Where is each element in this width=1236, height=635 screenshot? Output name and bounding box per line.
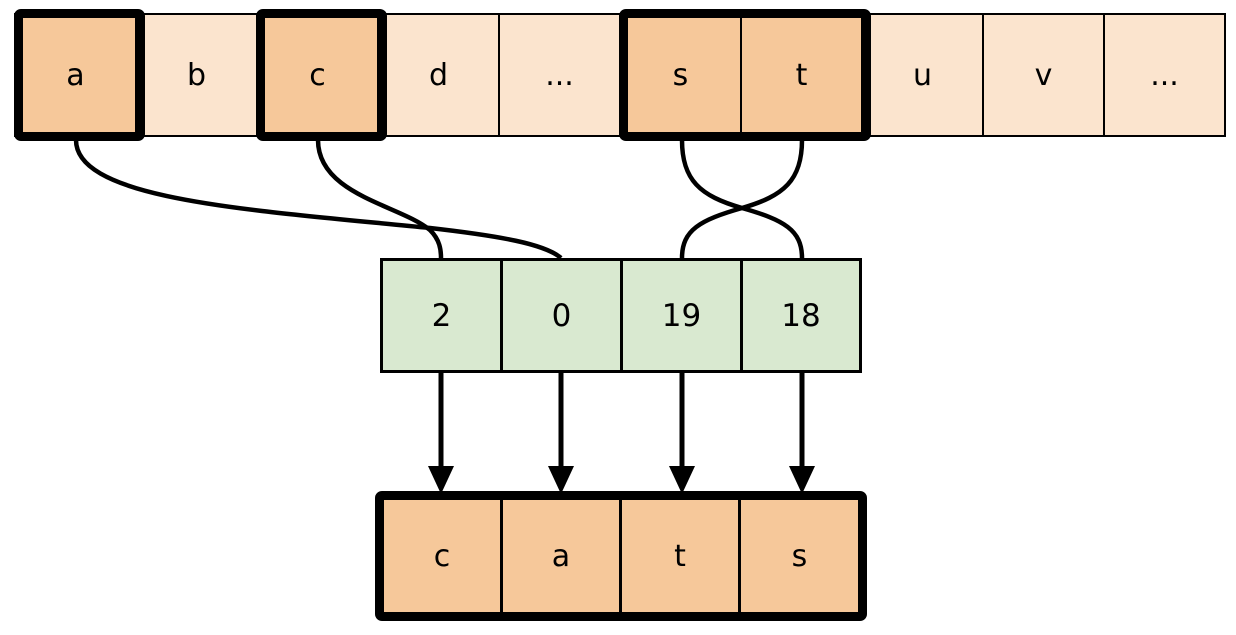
result-cell-3[interactable]: s — [741, 500, 858, 612]
result-cell-1[interactable]: a — [503, 500, 622, 612]
index-cell-1[interactable]: 0 — [500, 258, 623, 373]
result-cell-label: s — [791, 538, 808, 574]
alphabet-cell-ellipsis-2[interactable]: ... — [1103, 13, 1226, 137]
arrow-index-1-to-result-1 — [548, 373, 574, 494]
alphabet-cell-label: t — [795, 57, 808, 93]
arrow-index-0-to-result-0 — [428, 373, 454, 494]
arrow-index-3-to-result-3 — [789, 373, 815, 494]
alphabet-cell-label: d — [428, 57, 449, 93]
index-row: 2 0 19 18 — [380, 258, 862, 373]
alphabet-cell-b[interactable]: b — [135, 13, 258, 137]
index-cell-2[interactable]: 19 — [620, 258, 743, 373]
alphabet-cell-label: ... — [1150, 57, 1179, 93]
index-cell-value: 18 — [781, 297, 821, 334]
curve-t-to-index-2 — [679, 139, 805, 259]
alphabet-cell-label: c — [309, 57, 326, 93]
curve-a-to-index-1 — [73, 139, 563, 260]
alphabet-cell-a[interactable]: a — [14, 13, 137, 137]
result-cell-0[interactable]: c — [384, 500, 503, 612]
arrow-index-2-to-result-2 — [669, 373, 695, 494]
index-cell-3[interactable]: 18 — [740, 258, 862, 373]
alphabet-cell-u[interactable]: u — [861, 13, 984, 137]
result-row: c a t s — [375, 491, 867, 621]
result-cell-label: t — [674, 538, 686, 574]
index-cell-value: 2 — [431, 297, 452, 334]
curve-c-to-index-0 — [315, 139, 444, 259]
alphabet-row: a b c d ... s t u v ... — [14, 13, 1226, 137]
alphabet-cell-label: b — [186, 57, 207, 93]
index-cell-value: 0 — [551, 297, 572, 334]
result-cell-label: c — [433, 538, 451, 574]
alphabet-cell-t[interactable]: t — [740, 13, 863, 137]
result-cell-2[interactable]: t — [622, 500, 741, 612]
alphabet-cell-label: a — [66, 57, 85, 93]
index-cell-value: 19 — [661, 297, 702, 334]
alphabet-cell-s[interactable]: s — [619, 13, 742, 137]
alphabet-cell-ellipsis-1[interactable]: ... — [498, 13, 621, 137]
alphabet-cell-label: u — [912, 57, 932, 93]
alphabet-cell-label: ... — [545, 57, 574, 93]
index-cell-0[interactable]: 2 — [380, 258, 503, 373]
alphabet-cell-v[interactable]: v — [982, 13, 1105, 137]
alphabet-cell-c[interactable]: c — [256, 13, 379, 137]
result-cell-label: a — [551, 538, 571, 574]
alphabet-cell-d[interactable]: d — [377, 13, 500, 137]
curve-s-to-index-3 — [679, 139, 805, 259]
alphabet-cell-label: s — [672, 57, 689, 93]
alphabet-cell-label: v — [1034, 57, 1053, 93]
